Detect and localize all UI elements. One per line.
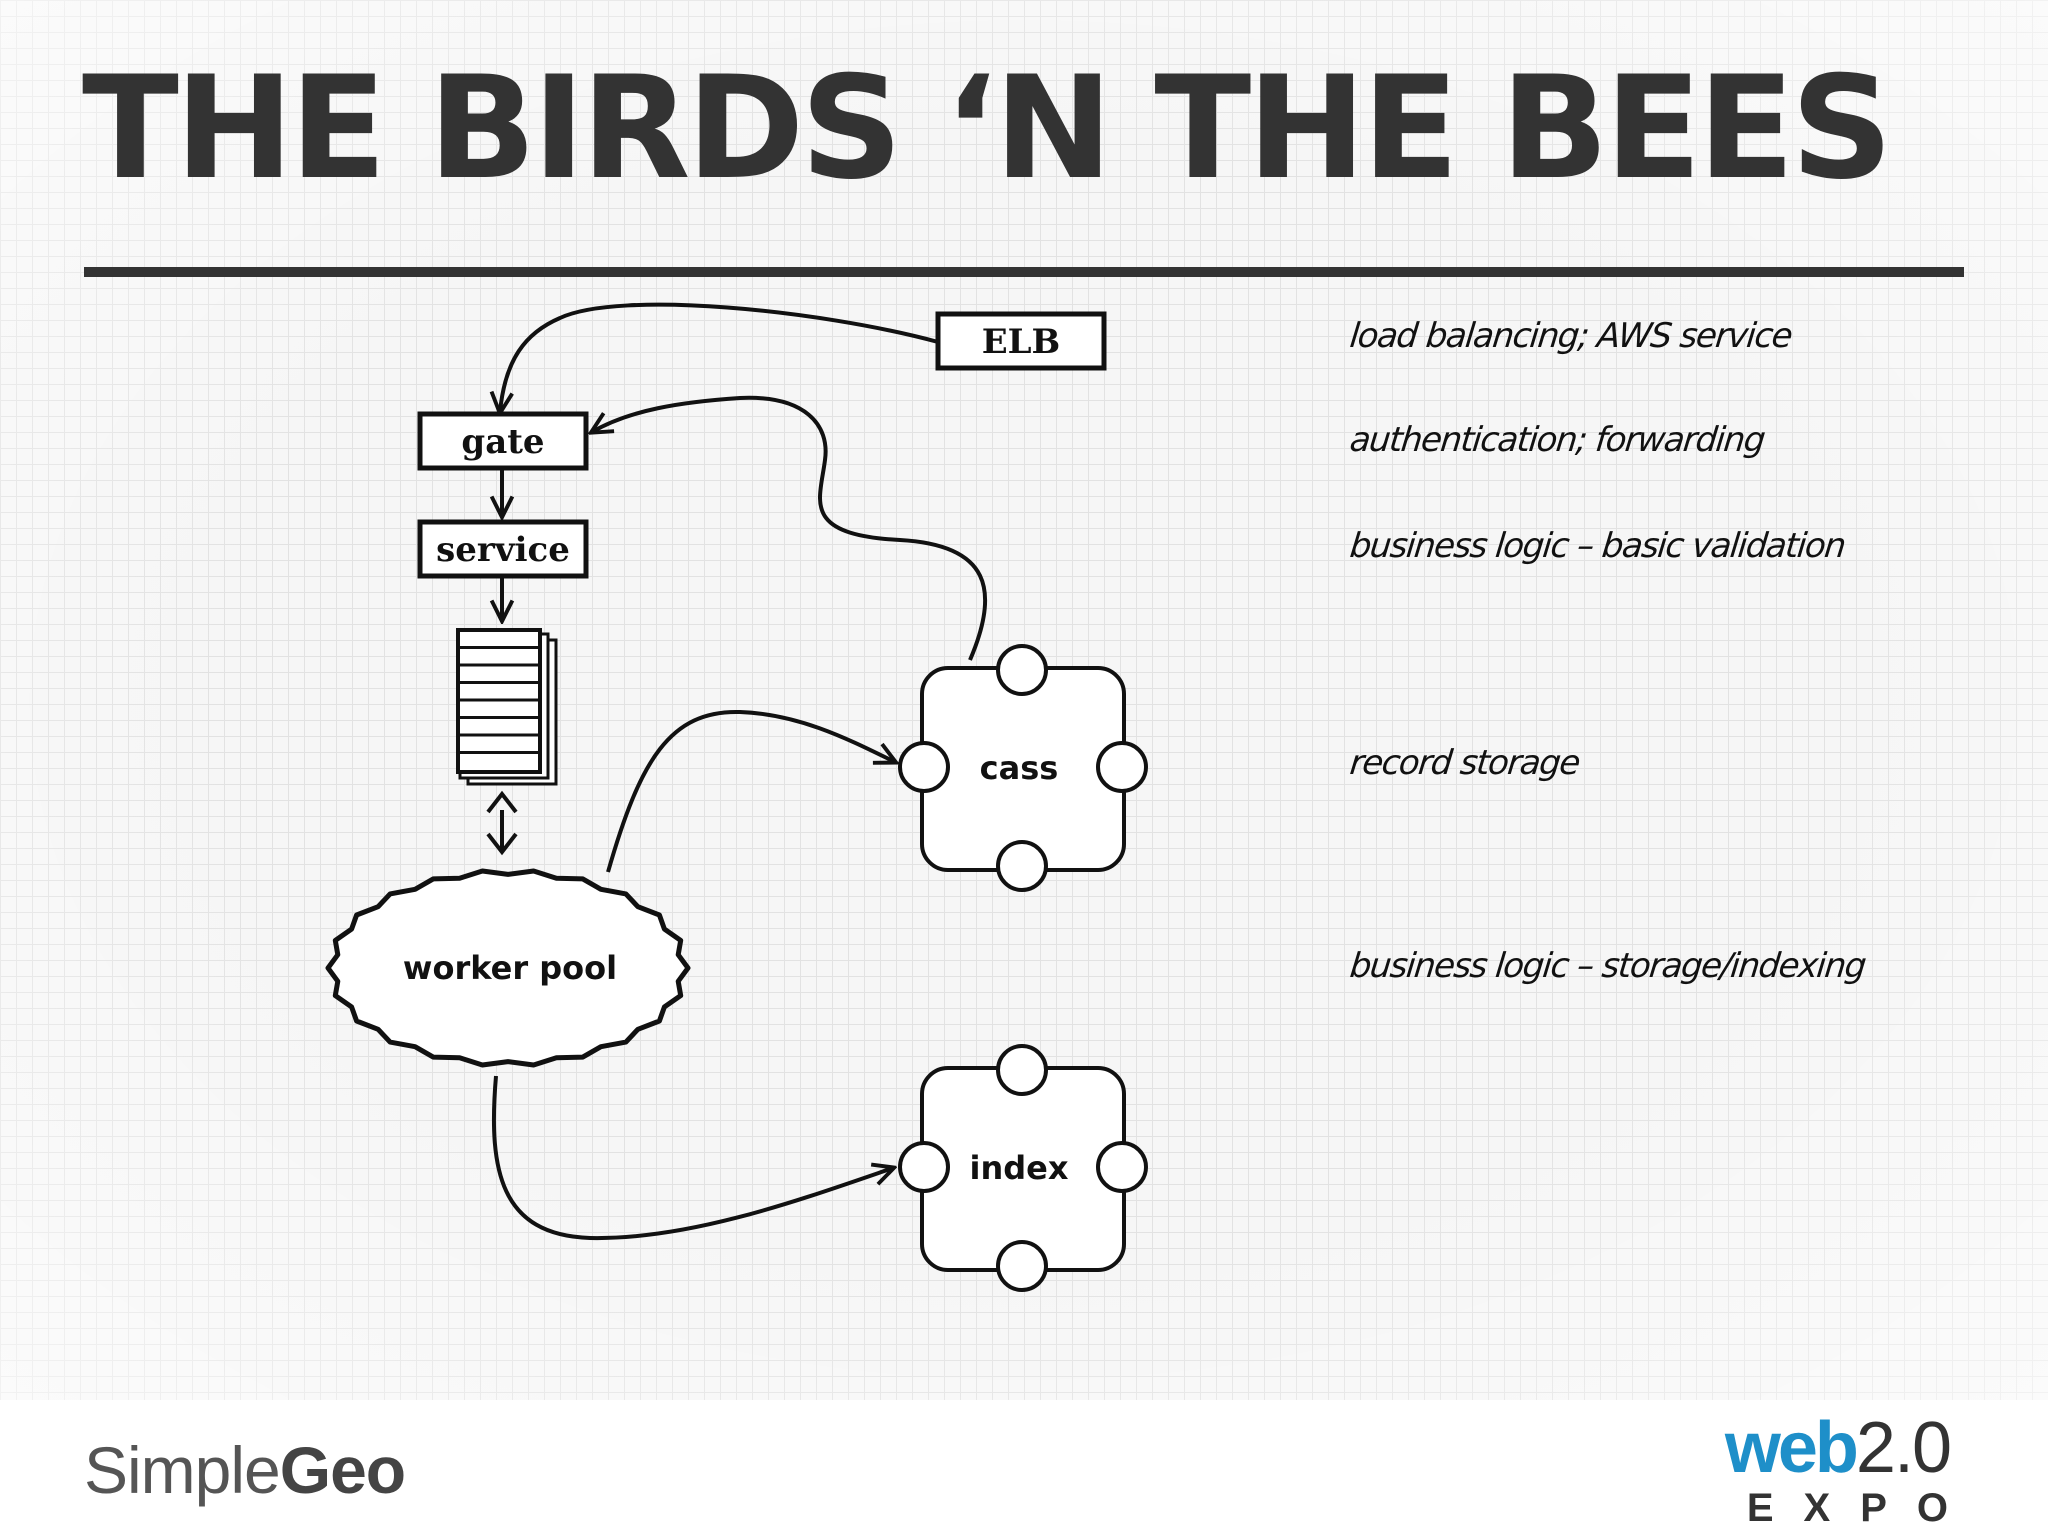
simplegeo-logo: SimpleGeo xyxy=(84,1432,406,1508)
cass-node: cass xyxy=(898,644,1148,892)
web20-web-text: web xyxy=(1724,1408,1859,1488)
gate-label: gate xyxy=(461,422,544,462)
cass-port-bottom xyxy=(996,840,1048,892)
index-port-right xyxy=(1096,1141,1148,1193)
index-port-top xyxy=(996,1044,1048,1096)
simplegeo-logo-geo: Geo xyxy=(279,1433,406,1507)
service-node: service xyxy=(417,519,589,579)
cass-port-top xyxy=(996,644,1048,696)
slide-title: THE BIRDS ‘N THE BEES xyxy=(82,46,1893,211)
elb-node: ELB xyxy=(935,311,1107,371)
web20-expo-logo: web2.0 EXPO xyxy=(1725,1412,1952,1530)
arrow-worker-to-index xyxy=(491,1075,893,1241)
cass-port-right xyxy=(1096,741,1148,793)
cass-port-left xyxy=(898,741,950,793)
web20-wordmark: web2.0 xyxy=(1725,1412,1952,1484)
worker-pool-node: worker pool xyxy=(325,868,691,1068)
simplegeo-logo-simple: Simple xyxy=(84,1433,281,1507)
index-label: index xyxy=(970,1149,1069,1187)
web20-expo-text: EXPO xyxy=(1746,1486,1978,1530)
worker-pool-label: worker pool xyxy=(403,949,617,987)
web20-version-text: 2.0 xyxy=(1855,1408,1952,1488)
architecture-diagram: ELB gate service worker pool cass i xyxy=(325,302,1148,1292)
elb-label: ELB xyxy=(982,322,1061,362)
note-service: business logic – basic validation xyxy=(1347,526,1847,566)
arrow-cass-to-gate xyxy=(592,395,988,661)
cass-label: cass xyxy=(980,749,1059,787)
arrow-queue-worker-head-up xyxy=(486,790,518,814)
note-gate: authentication; forwarding xyxy=(1347,420,1767,460)
gate-node: gate xyxy=(417,411,589,471)
arrow-worker-to-cass xyxy=(606,709,895,873)
index-node: index xyxy=(898,1044,1148,1292)
arrow-elb-to-gate xyxy=(500,302,939,412)
index-port-bottom xyxy=(996,1240,1048,1292)
note-cass: record storage xyxy=(1347,743,1582,783)
index-port-left xyxy=(898,1141,950,1193)
note-worker-pool: business logic – storage/indexing xyxy=(1347,946,1867,986)
note-elb: load balancing; AWS service xyxy=(1347,316,1794,356)
arrow-queue-worker-head-down xyxy=(486,832,518,856)
title-rule xyxy=(84,267,1964,277)
footer-bar xyxy=(0,1400,2048,1536)
message-queue-icon xyxy=(456,628,558,786)
service-label: service xyxy=(436,530,570,570)
